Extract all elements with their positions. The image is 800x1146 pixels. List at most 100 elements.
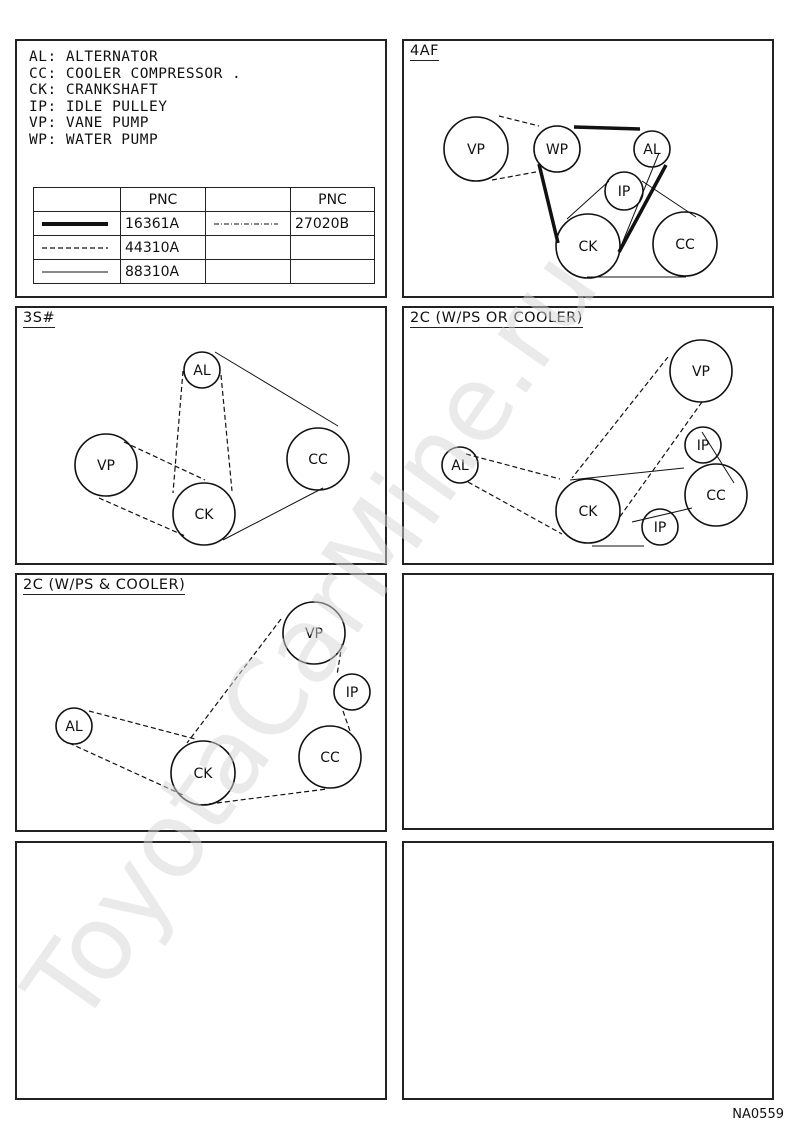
- empty-panel: [15, 841, 387, 1100]
- pulley-vp: [443, 116, 509, 182]
- pulley-label: CK: [195, 507, 215, 523]
- panel-title: 4AF: [410, 43, 439, 61]
- pulley-al: [441, 446, 479, 484]
- panel-2c-and: VP IP AL CC CK 2C (W/PS & COOLER): [15, 573, 387, 832]
- pulley-label: AL: [643, 142, 661, 158]
- pulley-label: AL: [65, 719, 83, 735]
- pulley-label: IP: [697, 438, 710, 454]
- table-row: 44310A: [33, 235, 375, 260]
- abbreviation-list: AL: ALTERNATOR CC: COOLER COMPRESSOR . C…: [29, 49, 241, 148]
- pulley-vp: [669, 339, 733, 403]
- pulley-label: VP: [305, 626, 323, 642]
- panel-title: 2C (W/PS & COOLER): [23, 577, 186, 595]
- belt-diagram-2c-or: VP IP AL CK CC IP: [441, 339, 748, 547]
- pulley-wp: [533, 125, 581, 173]
- pulley-label: CC: [675, 237, 695, 253]
- pnc-value: 88310A: [120, 259, 206, 284]
- empty-panel: [402, 573, 774, 830]
- pulley-label: IP: [346, 685, 359, 701]
- table-row: 16361A 27020B: [33, 211, 375, 236]
- pulley-cc: [684, 463, 748, 527]
- belt-segment: [220, 374, 233, 492]
- legend-panel: AL: ALTERNATOR CC: COOLER COMPRESSOR . C…: [15, 39, 387, 298]
- pulley-ck: [170, 740, 236, 806]
- belt-segment: [200, 788, 328, 806]
- pulley-ip: [333, 673, 371, 711]
- belt-segment: [617, 164, 668, 253]
- line-sample-thick: [33, 211, 121, 236]
- pulley-ck: [555, 213, 621, 279]
- pulley-ip: [641, 508, 679, 546]
- belt-segment: [98, 497, 186, 537]
- empty-panel: [402, 841, 774, 1100]
- panel-title: 2C (W/PS OR COOLER): [410, 310, 583, 328]
- belt-segment: [222, 487, 324, 541]
- belt-segment: [491, 171, 537, 181]
- pulley-cc: [652, 211, 718, 277]
- pulley-label: VP: [467, 142, 485, 158]
- table-row: 88310A: [33, 259, 375, 284]
- belt-segment: [467, 481, 563, 535]
- pulley-label: CK: [579, 239, 599, 255]
- pulley-label: CK: [579, 504, 599, 520]
- pnc-header: PNC: [290, 187, 375, 212]
- belt-segment: [641, 180, 697, 218]
- abbr-ck: CK: CRANKSHAFT: [29, 82, 159, 98]
- panel-3s: AL VP CC CK 3S#: [15, 306, 387, 565]
- belt-segment: [573, 125, 641, 131]
- pulley-ck: [555, 478, 621, 544]
- belt-segment: [465, 453, 561, 480]
- belt-diagram-2c-and: VP IP AL CC CK: [55, 601, 371, 806]
- panel-4af: VP WP AL IP CK CC 4AF: [402, 39, 774, 298]
- abbr-cc: CC: COOLER COMPRESSOR .: [29, 65, 242, 82]
- belt-segment: [88, 710, 196, 740]
- pulley-ck: [172, 482, 236, 546]
- pulley-vp: [74, 433, 138, 497]
- pulley-label: IP: [618, 184, 631, 200]
- line-sample-solid: [33, 259, 121, 284]
- pnc-header: PNC: [120, 187, 206, 212]
- belt-segment: [618, 401, 703, 519]
- pulley-label: AL: [451, 458, 469, 474]
- pulley-label: CC: [706, 488, 726, 504]
- pulley-label: VP: [692, 364, 710, 380]
- abbr-vp: VP: VANE PUMP: [29, 115, 149, 131]
- pulley-ip: [604, 171, 644, 211]
- belt-segment: [342, 710, 351, 732]
- drawing-code: NA0559: [732, 1107, 784, 1122]
- abbr-ip: IP: IDLE PULLEY: [29, 98, 168, 115]
- pulley-label: IP: [654, 520, 667, 536]
- panel-2c-or: VP IP AL CK CC IP 2C (W/PS OR COOLER): [402, 306, 774, 565]
- pulley-label: CC: [308, 452, 328, 468]
- line-sample-dashdot: [205, 211, 291, 236]
- pnc-value: 44310A: [120, 235, 206, 260]
- belt-segment: [172, 370, 184, 494]
- belt-segment: [186, 618, 282, 744]
- belt-diagram-3s: AL VP CC CK: [74, 351, 350, 546]
- pulley-vp: [282, 601, 346, 665]
- pulley-al: [55, 707, 93, 745]
- belt-segment: [336, 643, 343, 676]
- belt-segment: [566, 180, 610, 220]
- belt-segment: [68, 742, 184, 796]
- pulley-cc: [286, 427, 350, 491]
- pulley-ip: [684, 426, 722, 464]
- pnc-value: 16361A: [120, 211, 206, 236]
- belt-diagram-4af: VP WP AL IP CK CC: [443, 115, 718, 279]
- belt-segment: [214, 351, 339, 427]
- belt-segment: [123, 441, 206, 481]
- pulley-label: CK: [194, 766, 214, 782]
- pulley-label: AL: [193, 363, 211, 379]
- pulley-label: WP: [546, 142, 568, 158]
- belt-segment: [701, 431, 735, 484]
- abbr-wp: WP: WATER PUMP: [29, 131, 159, 148]
- belt-segment: [631, 507, 693, 523]
- line-sample-dashed: [33, 235, 121, 260]
- table-row: PNC PNC: [33, 187, 375, 212]
- pulley-label: VP: [97, 458, 115, 474]
- pulley-al: [633, 130, 671, 168]
- belt-segment: [569, 467, 685, 481]
- abbr-al: AL: ALTERNATOR: [29, 49, 159, 65]
- pulley-cc: [298, 725, 362, 789]
- belt-segment: [498, 115, 540, 127]
